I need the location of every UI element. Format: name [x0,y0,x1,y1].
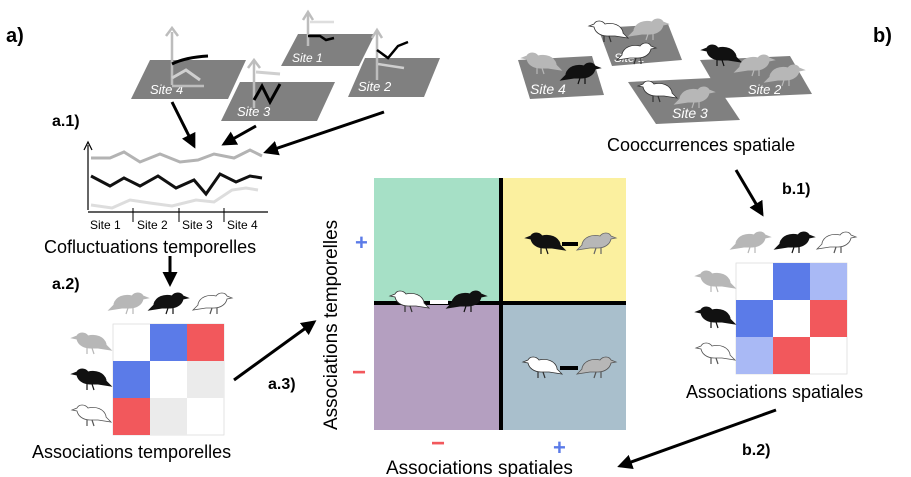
bird-gray-icon [695,270,736,293]
step-b2-label: b.2) [742,442,770,459]
bird-white-icon [71,404,112,427]
site-tile-label: Site 4 [150,82,183,97]
site-tile-label: Site 3 [672,105,708,121]
matrix-cell [150,398,187,435]
y-minus-sign: − [352,359,366,386]
bird-black-icon [695,306,736,329]
matrix-cell [810,263,847,300]
y-axis-label: Associations temporelles [321,220,342,430]
site-tile-label: Site 4 [530,81,566,97]
cofluctuation-chart: Site 1 Site 2 Site 3 Site 4 [83,140,268,232]
arrow-icon [734,169,764,217]
bird-gray-icon [108,292,149,315]
bird-black-icon [774,231,815,254]
step-b1-label: b.1) [782,181,810,198]
chart-site-label: Site 1 [90,218,121,232]
bird-white-icon [192,292,233,315]
step-a1-label: a.1) [52,113,80,130]
step-a3-label: a.3) [268,376,296,393]
matrix-cell [736,337,773,374]
quadrant-top-left [374,178,501,303]
bird-white-icon [695,342,736,365]
step-a2-label: a.2) [52,276,80,293]
arrow-icon [233,320,317,382]
matrix-cell [187,361,224,398]
site-tile-label: Site 3 [237,104,271,119]
x-minus-sign: − [431,430,445,457]
spatial-association-matrix [735,262,848,375]
panel-b-label: b) [873,25,892,47]
site-tile-2: Site 2 [348,27,440,97]
bird-black-icon [71,368,112,391]
cofluctuation-caption: Cofluctuations temporelles [44,237,256,257]
site-tile-label: Site 1 [292,51,323,65]
y-plus-sign: + [355,230,368,255]
x-axis-label: Associations spatiales [386,458,573,477]
chart-site-label: Site 3 [182,218,213,232]
matrix-cell [736,300,773,337]
temporal-matrix-caption: Associations temporelles [32,442,231,462]
bird-gray-icon [730,231,771,254]
matrix-cell [187,324,224,361]
panel-a-label: a) [6,25,24,47]
arrow-icon [617,408,777,470]
arrow-icon [170,101,196,149]
cooccurrence-caption: Cooccurrences spatiale [607,135,795,155]
matrix-cell [773,337,810,374]
x-plus-sign: + [553,435,566,460]
site-tile-label: Site 2 [358,79,392,94]
matrix-cell [773,263,810,300]
quadrant-bottom-left [374,303,501,430]
bird-black-icon [148,292,189,315]
chart-site-label: Site 2 [137,218,168,232]
matrix-cell [113,361,150,398]
cooc-tile-2: Site 2 [700,56,812,98]
matrix-cell [810,300,847,337]
site-tile-3: Site 3 [221,57,335,121]
matrix-cell [150,324,187,361]
bird-white-icon [816,231,857,254]
spatial-matrix-caption: Associations spatiales [686,382,863,402]
site-tile-label: Site 2 [748,82,782,97]
arrow-icon [263,110,385,156]
arrow-icon [221,124,257,146]
site-tile-4: Site 4 [131,25,246,99]
matrix-cell [113,398,150,435]
bird-gray-icon [71,332,112,355]
site-tile-1: Site 1 [281,9,375,66]
chart-site-label: Site 4 [227,218,258,232]
temporal-association-matrix [112,323,225,436]
